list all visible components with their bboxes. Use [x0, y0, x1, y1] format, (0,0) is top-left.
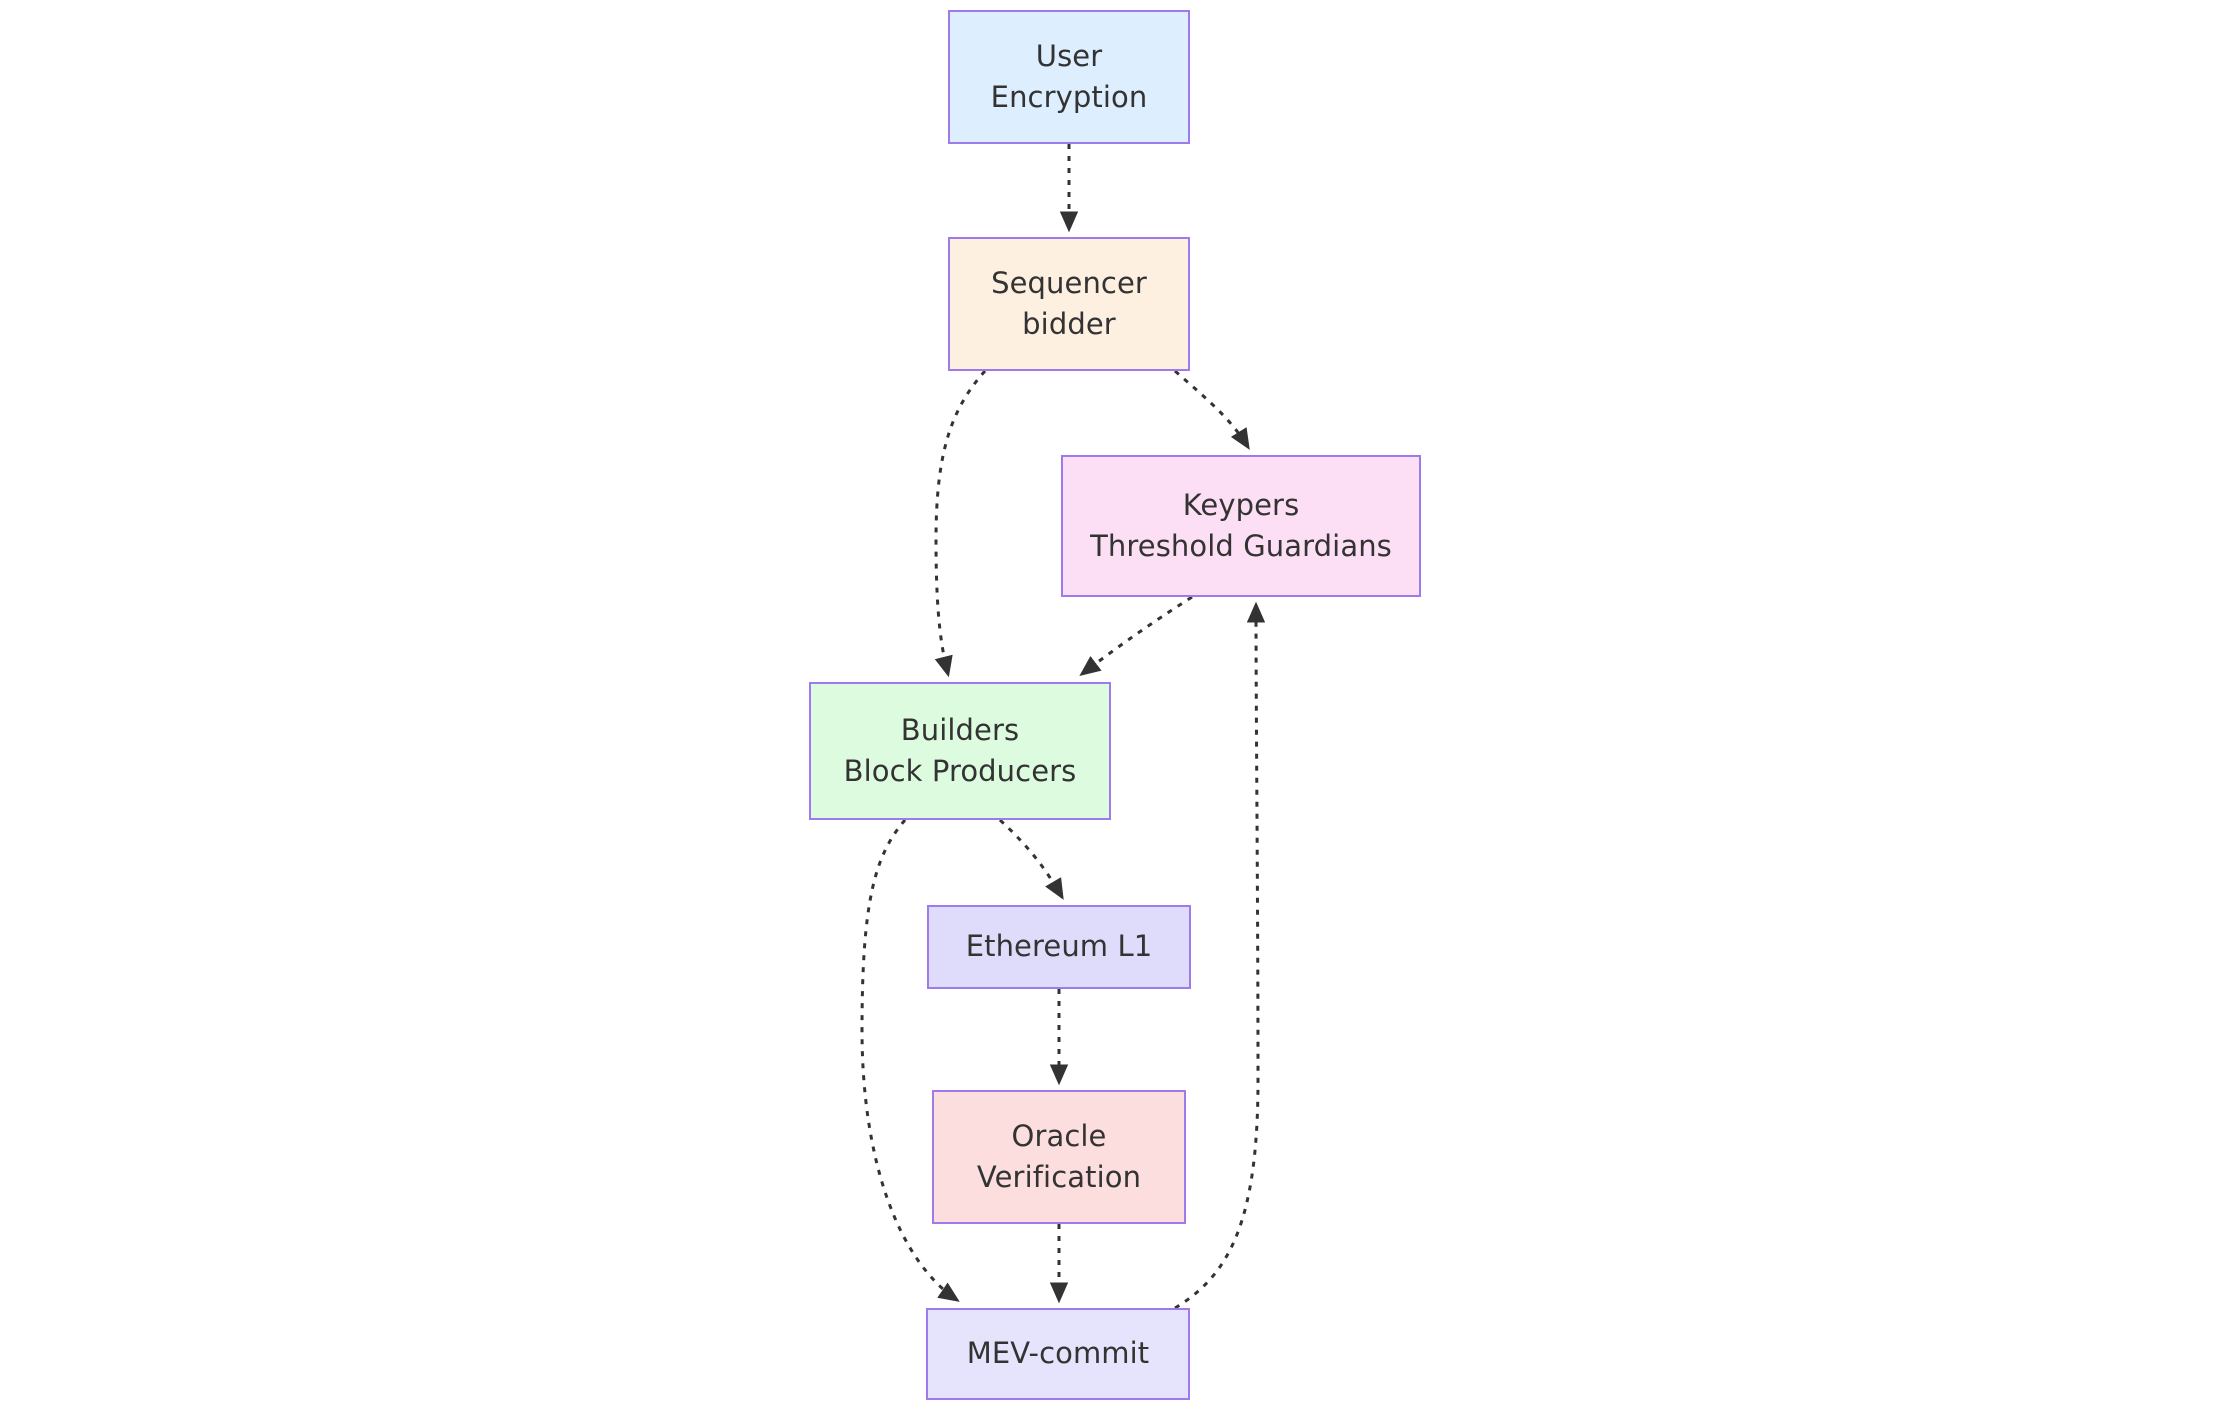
- node-label-line: MEV-commit: [966, 1336, 1150, 1371]
- node-label-line: Keypers: [1182, 487, 1300, 522]
- node-label-line: Threshold Guardians: [1090, 529, 1392, 563]
- node-label-line: Sequencer: [991, 265, 1147, 300]
- oracle-verification-node[interactable]: Oracle Verification: [932, 1090, 1186, 1224]
- node-label-line: User: [1035, 38, 1103, 73]
- edge-builders-to-l1: [998, 818, 1064, 900]
- user-encryption-node[interactable]: User Encryption: [948, 10, 1190, 144]
- node-label-line: Encryption: [990, 80, 1148, 114]
- builders-block-producers-node[interactable]: Builders Block Producers: [809, 682, 1111, 820]
- edge-sequencer-to-keypers: [1174, 369, 1250, 450]
- node-label-line: bidder: [1022, 307, 1116, 341]
- ethereum-l1-node[interactable]: Ethereum L1: [927, 905, 1191, 989]
- sequencer-bidder-node[interactable]: Sequencer bidder: [948, 237, 1190, 371]
- node-label-line: Oracle: [1011, 1118, 1107, 1153]
- node-label-line: Block Producers: [843, 754, 1077, 788]
- edge-keypers-to-builders: [1079, 595, 1193, 677]
- node-label-line: Builders: [900, 712, 1020, 747]
- edge-sequencer-to-builders: [934, 369, 987, 678]
- keypers-threshold-guardians-node[interactable]: Keypers Threshold Guardians: [1061, 455, 1421, 597]
- node-label-line: Verification: [976, 1160, 1142, 1194]
- mev-commit-node[interactable]: MEV-commit: [926, 1308, 1190, 1400]
- node-label-line: Ethereum L1: [965, 929, 1153, 964]
- edge-builders-to-mev: [860, 819, 960, 1302]
